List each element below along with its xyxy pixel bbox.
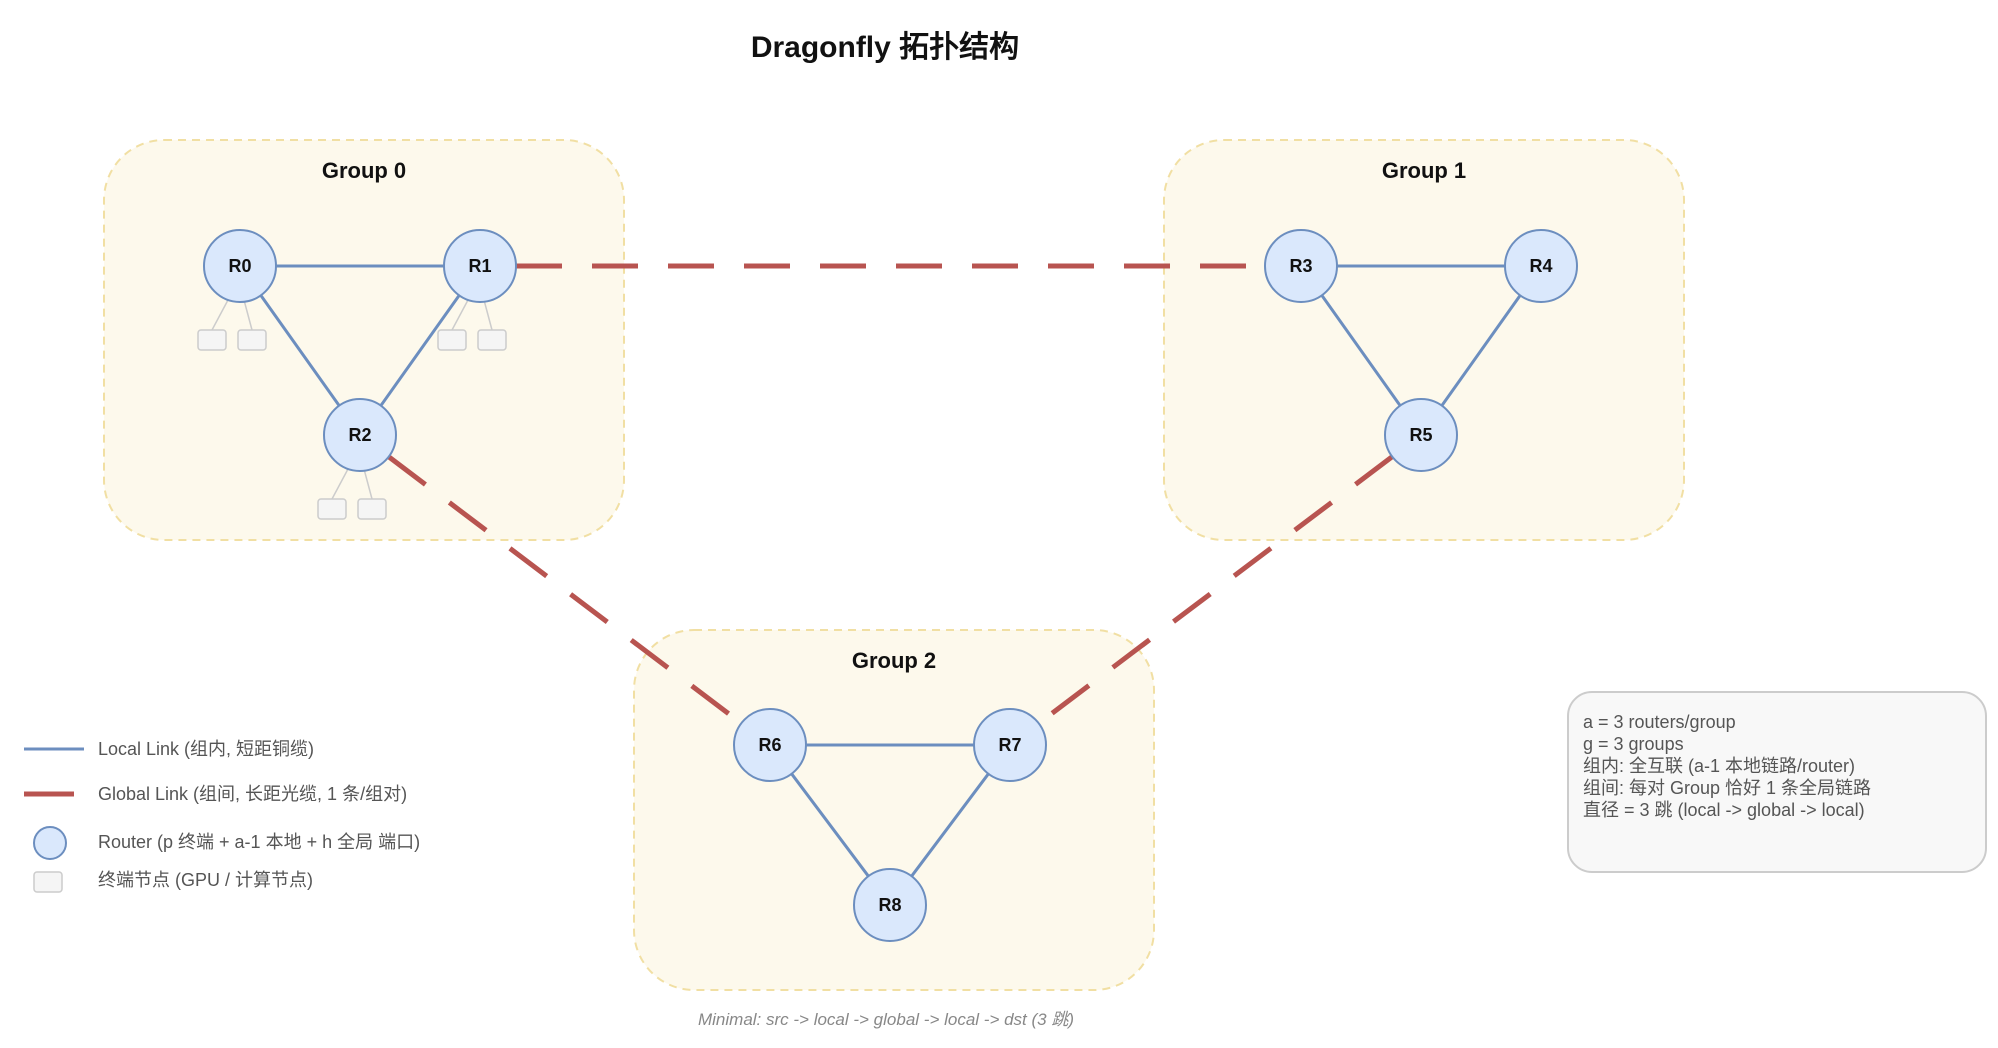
- router-node-circle: [733, 708, 807, 782]
- legend-router-swatch: [33, 826, 67, 860]
- router-r3: R3: [1264, 229, 1338, 303]
- legend-terminal-label: 终端节点 (GPU / 计算节点): [98, 870, 313, 890]
- local-link-r0-r2: [259, 294, 341, 407]
- terminal-link: [211, 299, 229, 331]
- diagram-title: Dragonfly 拓扑结构: [751, 31, 1019, 64]
- router-node-circle: [853, 868, 927, 942]
- router-label: R5: [1409, 425, 1432, 445]
- routing-caption: Minimal: src -> local -> global -> local…: [698, 1010, 1074, 1029]
- terminal-link: [243, 299, 253, 331]
- router-node-circle: [1264, 229, 1338, 303]
- router-node-circle: [1504, 229, 1578, 303]
- local-link-r1-r2: [379, 294, 461, 407]
- info-box-frame: [1567, 691, 1987, 873]
- local-link-r7-r8: [910, 772, 990, 878]
- legend-router-label: Router (p 终端 + a-1 本地 + h 全局 端口): [98, 832, 420, 852]
- info-line: a = 3 routers/group: [1583, 712, 1736, 732]
- router-r5: R5: [1384, 398, 1458, 472]
- group-0-title: Group 0: [322, 158, 406, 183]
- router-label: R2: [348, 425, 371, 445]
- router-node-circle: [203, 229, 277, 303]
- router-r6: R6: [733, 708, 807, 782]
- router-node-circle: [443, 229, 517, 303]
- terminal-node-r2: [317, 498, 347, 520]
- local-link-r6-r8: [790, 772, 870, 878]
- router-label: R1: [468, 256, 491, 276]
- router-label: R0: [228, 256, 251, 276]
- global-links-layer: [387, 263, 1394, 726]
- terminal-link: [331, 468, 349, 500]
- legend-local-link-label: Local Link (组内, 短距铜缆): [98, 739, 314, 759]
- info-line: 组间: 每对 Group 恰好 1 条全局链路: [1583, 778, 1871, 798]
- terminal-node-r0: [237, 329, 267, 351]
- router-label: R4: [1529, 256, 1552, 276]
- group-1-title: Group 1: [1382, 158, 1466, 183]
- info-line: g = 3 groups: [1583, 734, 1684, 754]
- terminals-layer: [197, 299, 507, 520]
- terminal-link: [363, 468, 373, 500]
- info-line: 组内: 全互联 (a-1 本地链路/router): [1583, 756, 1855, 776]
- router-r2: R2: [323, 398, 397, 472]
- router-node-circle: [323, 398, 397, 472]
- group-1-box: [1163, 139, 1685, 541]
- group-2-title: Group 2: [852, 648, 936, 673]
- router-r7: R7: [973, 708, 1047, 782]
- router-label: R8: [878, 895, 901, 915]
- terminal-link: [483, 299, 493, 331]
- info-box: a = 3 routers/group g = 3 groups 组内: 全互联…: [1567, 691, 1987, 873]
- router-label: R3: [1289, 256, 1312, 276]
- router-r8: R8: [853, 868, 927, 942]
- legend-terminal-swatch: [33, 871, 63, 893]
- router-node-circle: [1384, 398, 1458, 472]
- local-link-r4-r5: [1440, 294, 1522, 407]
- router-r1: R1: [443, 229, 517, 303]
- group-0-box: [103, 139, 625, 541]
- router-r0: R0: [203, 229, 277, 303]
- terminal-node-r1: [477, 329, 507, 351]
- legend: Local Link (组内, 短距铜缆) Global Link (组间, 长…: [24, 739, 420, 893]
- local-link-r3-r5: [1320, 294, 1402, 407]
- router-r4: R4: [1504, 229, 1578, 303]
- local-links-layer: [259, 264, 1522, 878]
- terminal-node-r2: [357, 498, 387, 520]
- legend-global-link-label: Global Link (组间, 长距光缆, 1 条/组对): [98, 784, 407, 804]
- info-line: 直径 = 3 跳 (local -> global -> local): [1583, 800, 1865, 820]
- terminal-node-r1: [437, 329, 467, 351]
- terminal-node-r0: [197, 329, 227, 351]
- terminal-link: [451, 299, 469, 331]
- router-label: R7: [998, 735, 1021, 755]
- router-node-circle: [973, 708, 1047, 782]
- router-label: R6: [758, 735, 781, 755]
